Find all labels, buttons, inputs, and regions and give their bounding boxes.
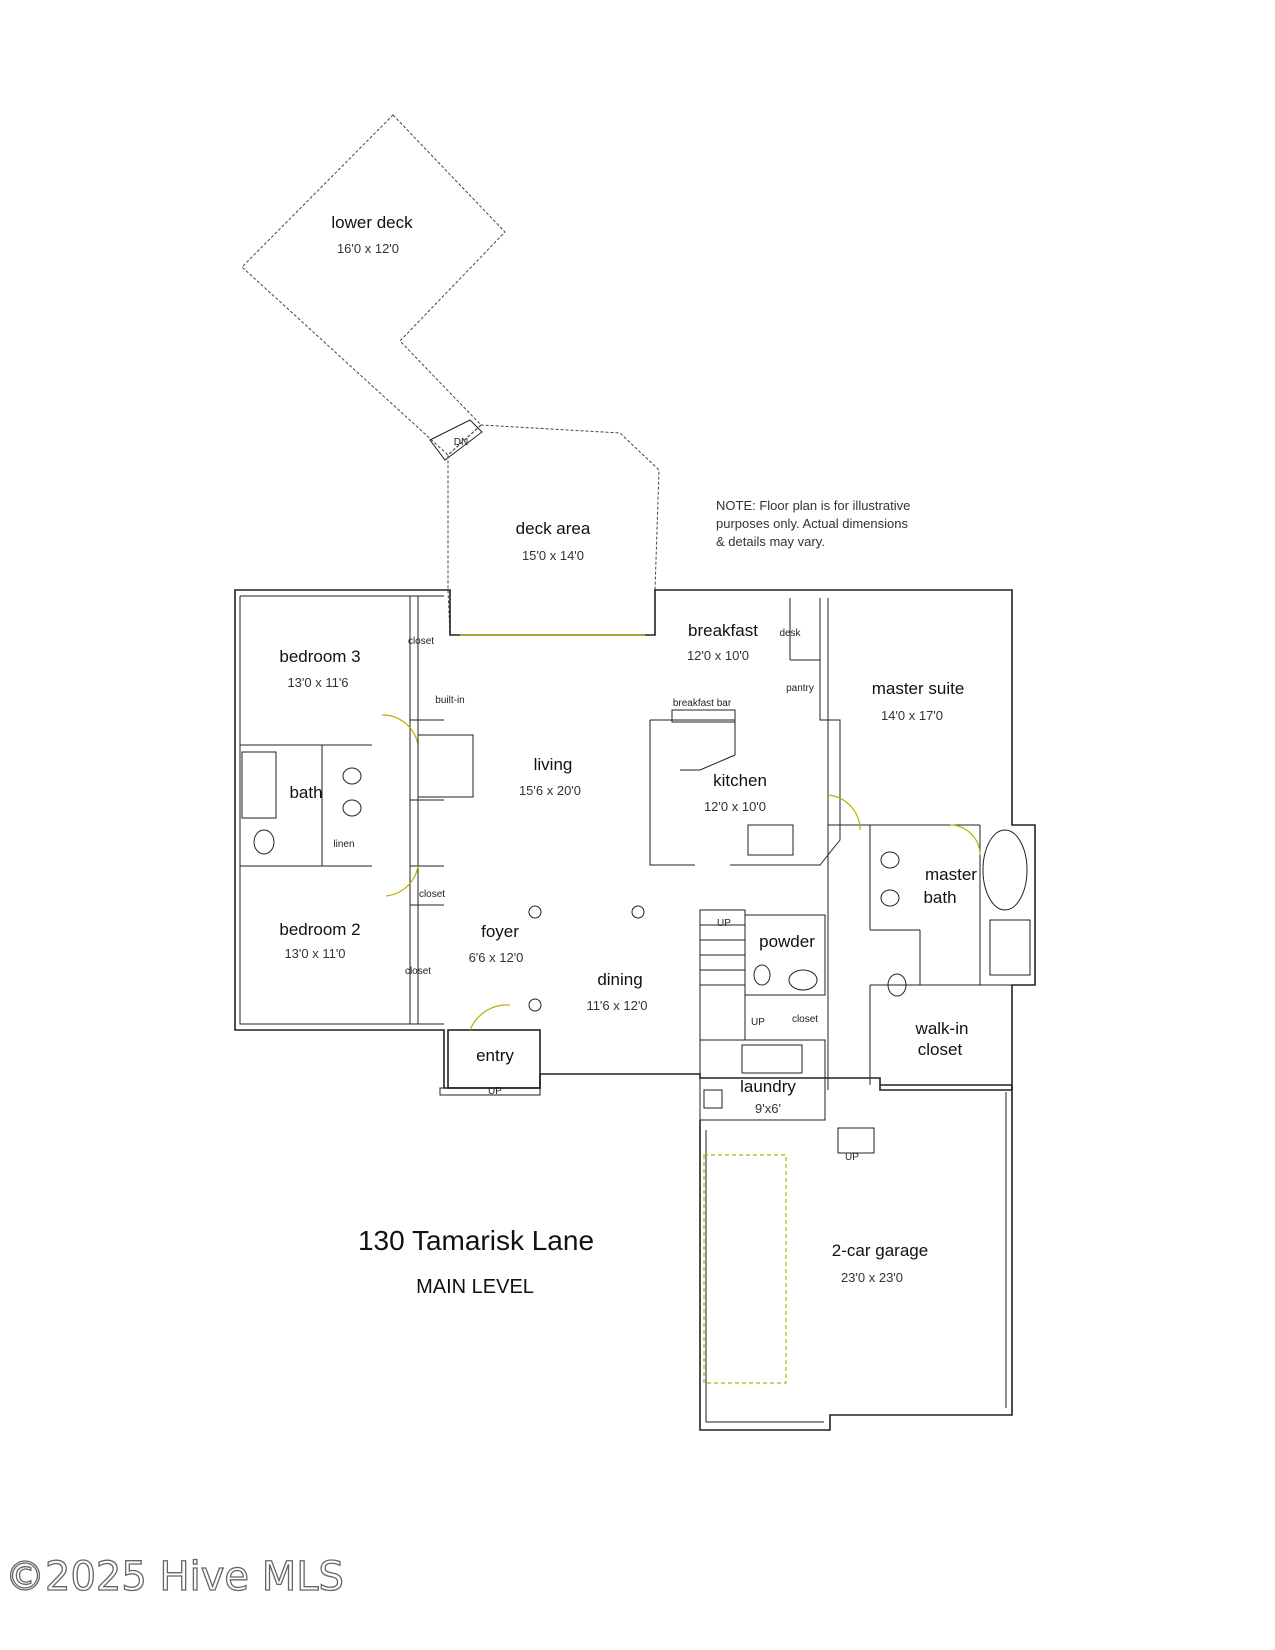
lower-deck-dim: 16'0 x 12'0 — [337, 241, 399, 256]
walkin-label-2: closet — [918, 1040, 963, 1059]
bedroom3-label: bedroom 3 — [279, 647, 360, 666]
fireplace — [417, 734, 474, 798]
watermark: ©2025 Hive MLS — [5, 1554, 344, 1600]
breakfast-bar — [671, 709, 736, 723]
deck-area-outline — [447, 424, 660, 636]
entry-label: entry — [476, 1046, 514, 1065]
living-label: living — [534, 755, 573, 774]
living-dim: 15'6 x 20'0 — [519, 783, 581, 798]
up-label: UP — [488, 1086, 502, 1097]
powder-label: powder — [759, 932, 815, 951]
built-in-label: built-in — [435, 695, 464, 706]
toilet — [753, 964, 771, 986]
up-label: UP — [845, 1152, 859, 1163]
lower-deck-label: lower deck — [331, 213, 413, 232]
desk-label: desk — [779, 628, 801, 639]
address-title: 130 Tamarisk Lane — [358, 1225, 594, 1256]
bedroom2-dim: 13'0 x 11'0 — [284, 946, 345, 961]
breakfast-bar-label: breakfast bar — [673, 698, 732, 709]
deck-stairs — [429, 419, 483, 461]
bedroom-partition — [240, 596, 444, 1024]
level-subtitle: MAIN LEVEL — [416, 1276, 534, 1298]
up-label: UP — [717, 918, 731, 929]
foyer-dim: 6'6 x 12'0 — [469, 950, 524, 965]
note-line-2: purposes only. Actual dimensions — [716, 516, 908, 531]
closet-label: closet — [792, 1014, 818, 1025]
sink — [880, 851, 900, 869]
laundry-dim: 9'x6' — [755, 1101, 781, 1116]
kitchen-dim: 12'0 x 10'0 — [704, 799, 766, 814]
master-suite-dim: 14'0 x 17'0 — [881, 708, 943, 723]
walkin-label-1: walk-in — [915, 1019, 969, 1038]
garage-dim: 23'0 x 23'0 — [841, 1270, 903, 1285]
note-line-1: NOTE: Floor plan is for illustrative — [716, 498, 910, 513]
garage-door-outline — [703, 1154, 787, 1384]
shower — [989, 919, 1031, 976]
dn-label: DN — [454, 437, 468, 448]
dining-label: dining — [597, 970, 642, 989]
sink — [342, 767, 362, 785]
entry-step — [439, 1087, 541, 1096]
kitchen-counter — [649, 598, 841, 1090]
bedroom3-dim: 13'0 x 11'6 — [287, 675, 348, 690]
door-swing — [949, 824, 981, 856]
bathtub — [982, 829, 1028, 911]
column — [528, 905, 542, 919]
door-swing — [381, 714, 419, 746]
range — [747, 824, 794, 856]
garage-steps — [837, 1127, 875, 1154]
dining-dim: 11'6 x 12'0 — [586, 998, 647, 1013]
closet-label: closet — [408, 636, 434, 647]
pantry-label: pantry — [786, 683, 814, 694]
stair-well — [699, 909, 746, 1041]
closet-label: closet — [419, 889, 445, 900]
garage-outline — [699, 1084, 1013, 1431]
door-swing — [385, 865, 419, 897]
closet-label: closet — [405, 966, 431, 977]
master-bath-label-1: master — [925, 865, 977, 884]
laundry-sink — [703, 1089, 723, 1109]
master-bath-label-2: bath — [923, 888, 956, 907]
door-swing — [827, 794, 861, 831]
sink — [788, 969, 818, 991]
sink — [342, 799, 362, 817]
up-label: UP — [751, 1017, 765, 1028]
door-swing — [469, 1004, 511, 1031]
garage-inner-wall — [705, 1092, 1007, 1423]
lower-deck-outline — [241, 114, 506, 456]
kitchen-label: kitchen — [713, 771, 767, 790]
powder-walls — [699, 914, 826, 1121]
breakfast-dim: 12'0 x 10'0 — [687, 648, 749, 663]
sink — [880, 889, 900, 907]
garage-label: 2-car garage — [832, 1241, 928, 1260]
deck-area-label: deck area — [516, 519, 591, 538]
master-partition — [828, 824, 1012, 1085]
column — [631, 905, 645, 919]
linen-label: linen — [333, 839, 354, 850]
foyer-label: foyer — [481, 922, 519, 941]
column — [528, 998, 542, 1012]
laundry-label: laundry — [740, 1077, 796, 1096]
washer-dryer — [741, 1044, 803, 1074]
bedroom2-label: bedroom 2 — [279, 920, 360, 939]
toilet — [253, 829, 275, 855]
bath-label: bath — [289, 783, 322, 802]
breakfast-label: breakfast — [688, 621, 758, 640]
bathtub — [241, 751, 277, 819]
note-line-3: & details may vary. — [716, 534, 825, 549]
master-suite-label: master suite — [872, 679, 965, 698]
toilet — [887, 973, 907, 997]
deck-area-dim: 15'0 x 14'0 — [522, 548, 584, 563]
